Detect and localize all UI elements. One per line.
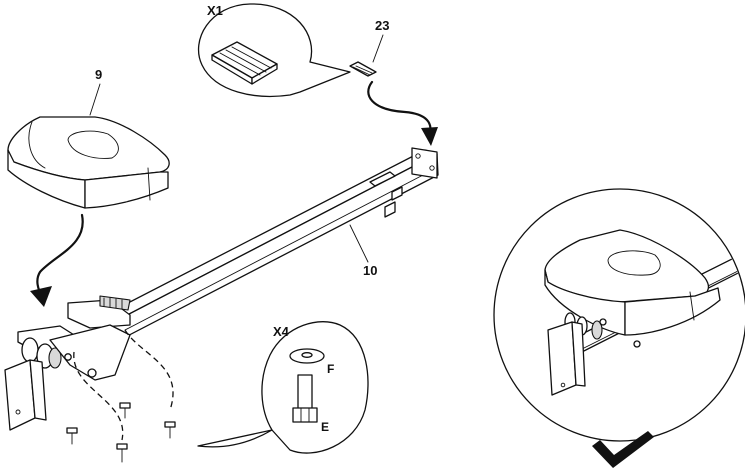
callout-x4: X4 [273,324,290,339]
screw-2 [67,428,77,444]
label-f: F [327,362,334,376]
label-e: E [321,420,329,434]
part-23: 23 [350,18,438,146]
callout-9: 9 [95,67,102,82]
front-assembly [5,296,130,430]
bolt-icon [293,375,317,422]
callout-10: 10 [363,263,377,278]
screw-3 [165,422,175,438]
end-cap-icon [212,42,277,84]
screw-1 [120,403,130,418]
screw-4 [117,444,127,462]
detail-bubble-x1: X1 [199,3,350,96]
callout-23: 23 [375,18,389,33]
checkmark-icon [592,431,654,468]
detail-bubble-x4: X4 F E [198,322,368,453]
seat-icon: 9 [8,67,169,307]
assembled-detail-circle [494,189,745,441]
callout-x1: X1 [207,3,223,18]
